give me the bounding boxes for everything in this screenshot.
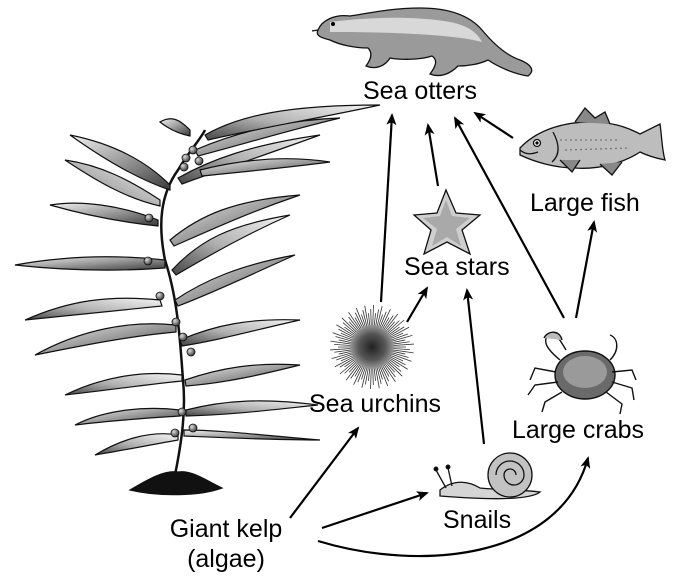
large-crab-icon	[528, 332, 636, 414]
arrow-giant-kelp-to-sea-urchins	[290, 428, 358, 518]
label-sea-otters: Sea otters	[363, 79, 477, 104]
giant-kelp-icon	[15, 105, 380, 495]
arrow-sea-urchins-to-sea-otters	[381, 115, 392, 302]
sea-urchin-icon	[330, 305, 414, 389]
arrow-large-crabs-to-large-fish	[576, 222, 594, 318]
arrow-giant-kelp-to-snails	[322, 493, 427, 528]
arrow-sea-urchins-to-sea-stars	[407, 288, 427, 322]
label-large-crabs: Large crabs	[512, 418, 644, 443]
label-giant-kelp: Giant kelp (algae)	[156, 517, 296, 572]
label-large-fish: Large fish	[530, 191, 640, 216]
arrow-large-fish-to-sea-otters	[475, 113, 513, 138]
arrow-sea-stars-to-sea-otters	[428, 125, 438, 186]
snail-icon	[434, 453, 540, 499]
label-giant-kelp-line1: Giant kelp	[156, 517, 296, 542]
label-giant-kelp-line2: (algae)	[156, 547, 296, 572]
label-snails: Snails	[443, 508, 511, 533]
arrow-snails-to-sea-stars	[467, 290, 484, 444]
large-fish-icon	[520, 108, 665, 175]
label-sea-urchins: Sea urchins	[309, 392, 441, 417]
label-sea-stars: Sea stars	[404, 255, 510, 280]
sea-star-icon	[414, 190, 480, 254]
sea-otter-icon	[312, 8, 532, 76]
